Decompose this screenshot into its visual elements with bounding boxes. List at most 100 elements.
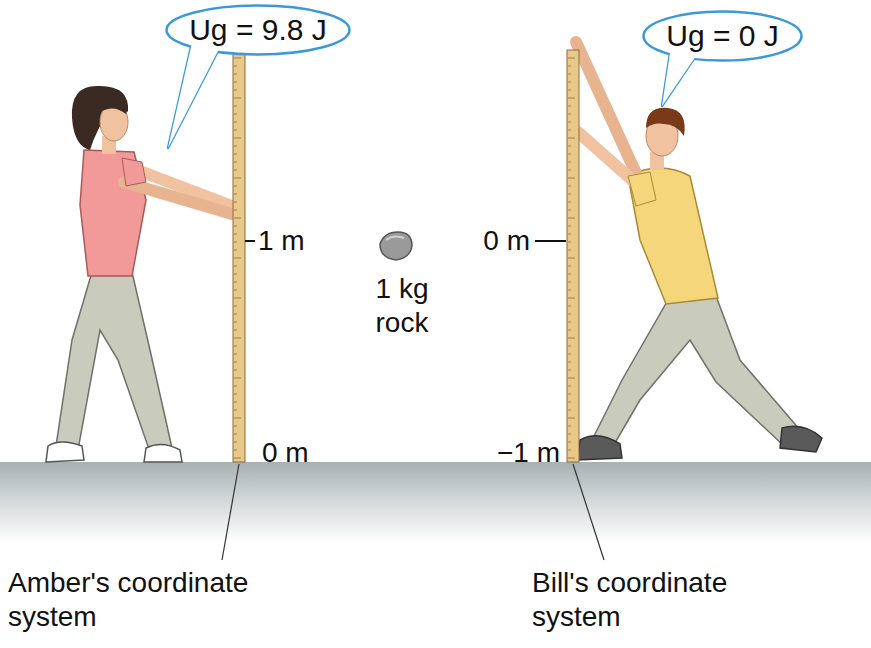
leader-line	[222, 464, 239, 560]
stick-tick	[568, 306, 571, 307]
stick-tick	[234, 418, 241, 419]
stick-tick	[568, 82, 571, 83]
stick-tick	[568, 178, 575, 179]
stick-tick	[234, 258, 241, 259]
energy-value: Ug = 0 J	[666, 19, 779, 53]
stick-tick	[568, 114, 571, 115]
stick-tick	[234, 330, 237, 331]
stick-tick	[234, 250, 237, 251]
rock	[380, 232, 412, 260]
stick-tick	[568, 394, 571, 395]
stick-tick	[234, 58, 241, 59]
stick-tick	[568, 146, 571, 147]
stick-tick	[234, 450, 237, 451]
stick-tick	[568, 314, 571, 315]
stick-tick	[568, 218, 575, 219]
stick-tick	[234, 226, 237, 227]
stick-tick	[568, 330, 571, 331]
leader-line	[573, 464, 604, 560]
stick-tick	[568, 410, 571, 411]
stick-tick	[234, 434, 237, 435]
stick-tick	[234, 274, 237, 275]
scale-label: 1 m	[258, 224, 338, 258]
stick-tick	[568, 66, 571, 67]
stick-tick	[568, 282, 571, 283]
ground	[0, 462, 871, 542]
stick-tick	[234, 346, 237, 347]
stick-tick	[568, 386, 571, 387]
stick-tick	[568, 354, 571, 355]
stick-ticks	[234, 58, 575, 458]
stick-tick	[234, 178, 241, 179]
stick-tick	[234, 298, 241, 299]
stick-tick	[234, 362, 237, 363]
stick-tick	[234, 82, 237, 83]
stick-tick	[234, 242, 237, 243]
stick-tick	[568, 138, 575, 139]
stick-tick	[234, 426, 237, 427]
stick-tick	[234, 322, 237, 323]
stick-tick	[234, 370, 237, 371]
stick-tick	[234, 282, 237, 283]
stick-tick	[568, 426, 571, 427]
stick-tick	[568, 234, 571, 235]
stick-tick	[568, 266, 571, 267]
stick-tick	[568, 202, 571, 203]
stick-tick	[568, 242, 571, 243]
stick-tick	[234, 234, 237, 235]
stick-tick	[568, 338, 575, 339]
stick-tick	[568, 442, 571, 443]
stick-tick	[568, 122, 571, 123]
caption-label: Amber's coordinate system	[8, 566, 308, 633]
stick-tick	[234, 402, 237, 403]
stick-tick	[568, 322, 571, 323]
stick-tick	[234, 314, 237, 315]
stick-tick	[568, 290, 571, 291]
energy-value: Ug = 9.8 J	[189, 13, 327, 47]
tick-mark	[535, 240, 566, 242]
bill-figure	[576, 42, 822, 460]
caption-label: Bill's coordinate system	[532, 566, 802, 633]
stick-tick	[234, 90, 237, 91]
stick-tick	[234, 186, 237, 187]
stick-tick	[568, 130, 571, 131]
stick-tick	[568, 434, 571, 435]
stick-tick	[234, 338, 241, 339]
stick-tick	[234, 74, 237, 75]
stick-tick	[234, 386, 237, 387]
object-label: 1 kg rock	[356, 272, 448, 339]
stick-tick	[568, 458, 575, 459]
stick-tick	[234, 106, 237, 107]
scale-label: 0 m	[440, 224, 530, 258]
stick-tick	[568, 98, 575, 99]
stick-tick	[234, 354, 237, 355]
stick-tick	[234, 154, 237, 155]
stick-tick	[568, 370, 571, 371]
amber-figure	[46, 86, 232, 462]
stick-tick	[234, 378, 241, 379]
stick-tick	[234, 410, 237, 411]
stick-tick	[234, 202, 237, 203]
stick-tick	[234, 98, 241, 99]
scale-label: 0 m	[262, 436, 342, 470]
stick-tick	[568, 378, 575, 379]
stick-tick	[234, 130, 237, 131]
scale-label: −1 m	[450, 436, 560, 470]
stick-tick	[568, 450, 571, 451]
stick-tick	[568, 362, 571, 363]
stick-tick	[234, 114, 237, 115]
stick-tick	[568, 226, 571, 227]
stick-tick	[568, 298, 575, 299]
stick-tick	[234, 442, 237, 443]
stick-tick	[234, 306, 237, 307]
stick-tick	[568, 154, 571, 155]
stick-tick	[234, 266, 237, 267]
stick-tick	[568, 58, 575, 59]
stick-tick	[568, 346, 571, 347]
stick-tick	[234, 122, 237, 123]
stick-tick	[568, 194, 571, 195]
stick-tick	[568, 90, 571, 91]
stick-tick	[568, 258, 575, 259]
speech-bubble: Ug = 9.8 J	[165, 4, 351, 56]
